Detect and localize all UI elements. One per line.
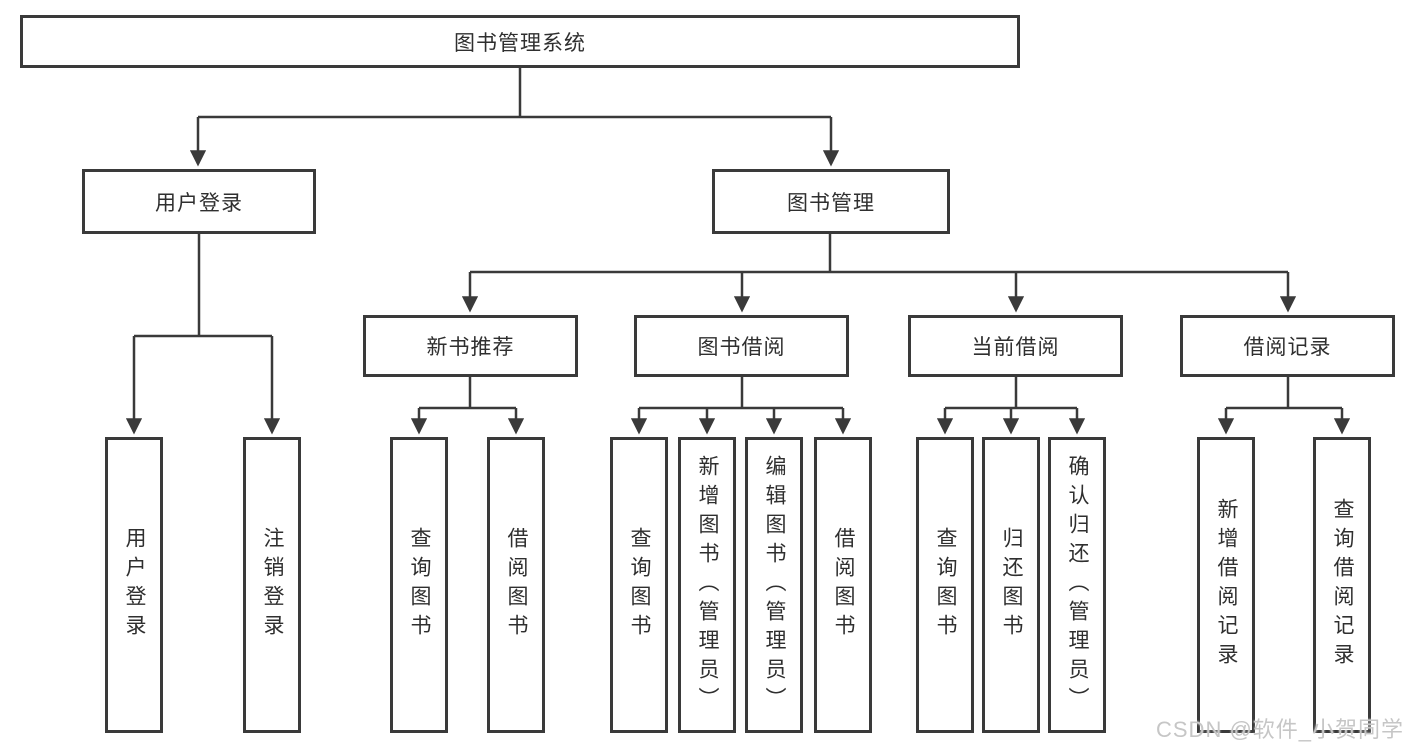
leaf-user-login: 用户登录 (105, 437, 163, 733)
node-user-login: 用户登录 (82, 169, 316, 234)
node-book-management-label: 图书管理 (787, 191, 875, 215)
leaf-borrow-edit-book-admin-label: 编辑图书（管理员） (763, 454, 786, 716)
leaf-record-add: 新增借阅记录 (1197, 437, 1255, 733)
leaf-logout-label: 注销登录 (261, 527, 284, 643)
node-book-borrow: 图书借阅 (634, 315, 849, 377)
leaf-borrow-add-book-admin: 新增图书（管理员） (678, 437, 736, 733)
leaf-logout: 注销登录 (243, 437, 301, 733)
leaf-current-return-book: 归还图书 (982, 437, 1040, 733)
leaf-recommend-query-book-label: 查询图书 (408, 527, 431, 643)
leaf-recommend-query-book: 查询图书 (390, 437, 448, 733)
leaf-current-query-book-label: 查询图书 (934, 527, 957, 643)
leaf-recommend-borrow-book-label: 借阅图书 (505, 527, 528, 643)
node-root-label: 图书管理系统 (454, 31, 586, 55)
node-borrow-record: 借阅记录 (1180, 315, 1395, 377)
leaf-current-confirm-return-admin-label: 确认归还（管理员） (1066, 454, 1089, 716)
leaf-current-return-book-label: 归还图书 (1000, 527, 1023, 643)
leaf-borrow-do-borrow-book: 借阅图书 (814, 437, 872, 733)
csdn-watermark: CSDN @软件_小贺同学 (1156, 717, 1405, 742)
leaf-current-query-book: 查询图书 (916, 437, 974, 733)
node-current-borrow: 当前借阅 (908, 315, 1123, 377)
leaf-borrow-query-book-label: 查询图书 (628, 527, 651, 643)
leaf-record-add-label: 新增借阅记录 (1215, 498, 1238, 672)
leaf-borrow-do-borrow-book-label: 借阅图书 (832, 527, 855, 643)
leaf-current-confirm-return-admin: 确认归还（管理员） (1048, 437, 1106, 733)
node-user-login-label: 用户登录 (155, 191, 243, 215)
node-borrow-record-label: 借阅记录 (1243, 336, 1332, 359)
leaf-recommend-borrow-book: 借阅图书 (487, 437, 545, 733)
node-new-book-recommend: 新书推荐 (363, 315, 578, 377)
leaf-record-query: 查询借阅记录 (1313, 437, 1371, 733)
leaf-borrow-edit-book-admin: 编辑图书（管理员） (745, 437, 803, 733)
node-new-book-recommend-label: 新书推荐 (426, 336, 515, 359)
leaf-borrow-add-book-admin-label: 新增图书（管理员） (696, 454, 719, 716)
leaf-record-query-label: 查询借阅记录 (1331, 498, 1354, 672)
node-book-management: 图书管理 (712, 169, 950, 234)
node-root: 图书管理系统 (20, 15, 1020, 68)
node-current-borrow-label: 当前借阅 (971, 336, 1060, 359)
leaf-user-login-label: 用户登录 (123, 527, 146, 643)
leaf-borrow-query-book: 查询图书 (610, 437, 668, 733)
node-book-borrow-label: 图书借阅 (697, 336, 786, 359)
